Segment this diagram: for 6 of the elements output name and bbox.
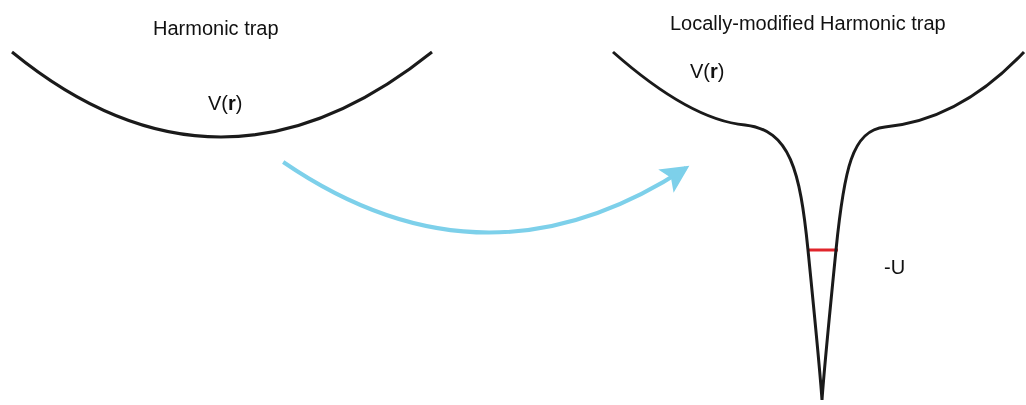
potential-label: V(r) [208,92,243,115]
arrow [282,160,690,235]
trap-title: Locally-modified Harmonic trap [670,12,946,35]
energy-label: -U [884,256,906,279]
potential-label: V(r) [690,60,725,83]
trap-title: Harmonic trap [153,17,279,40]
